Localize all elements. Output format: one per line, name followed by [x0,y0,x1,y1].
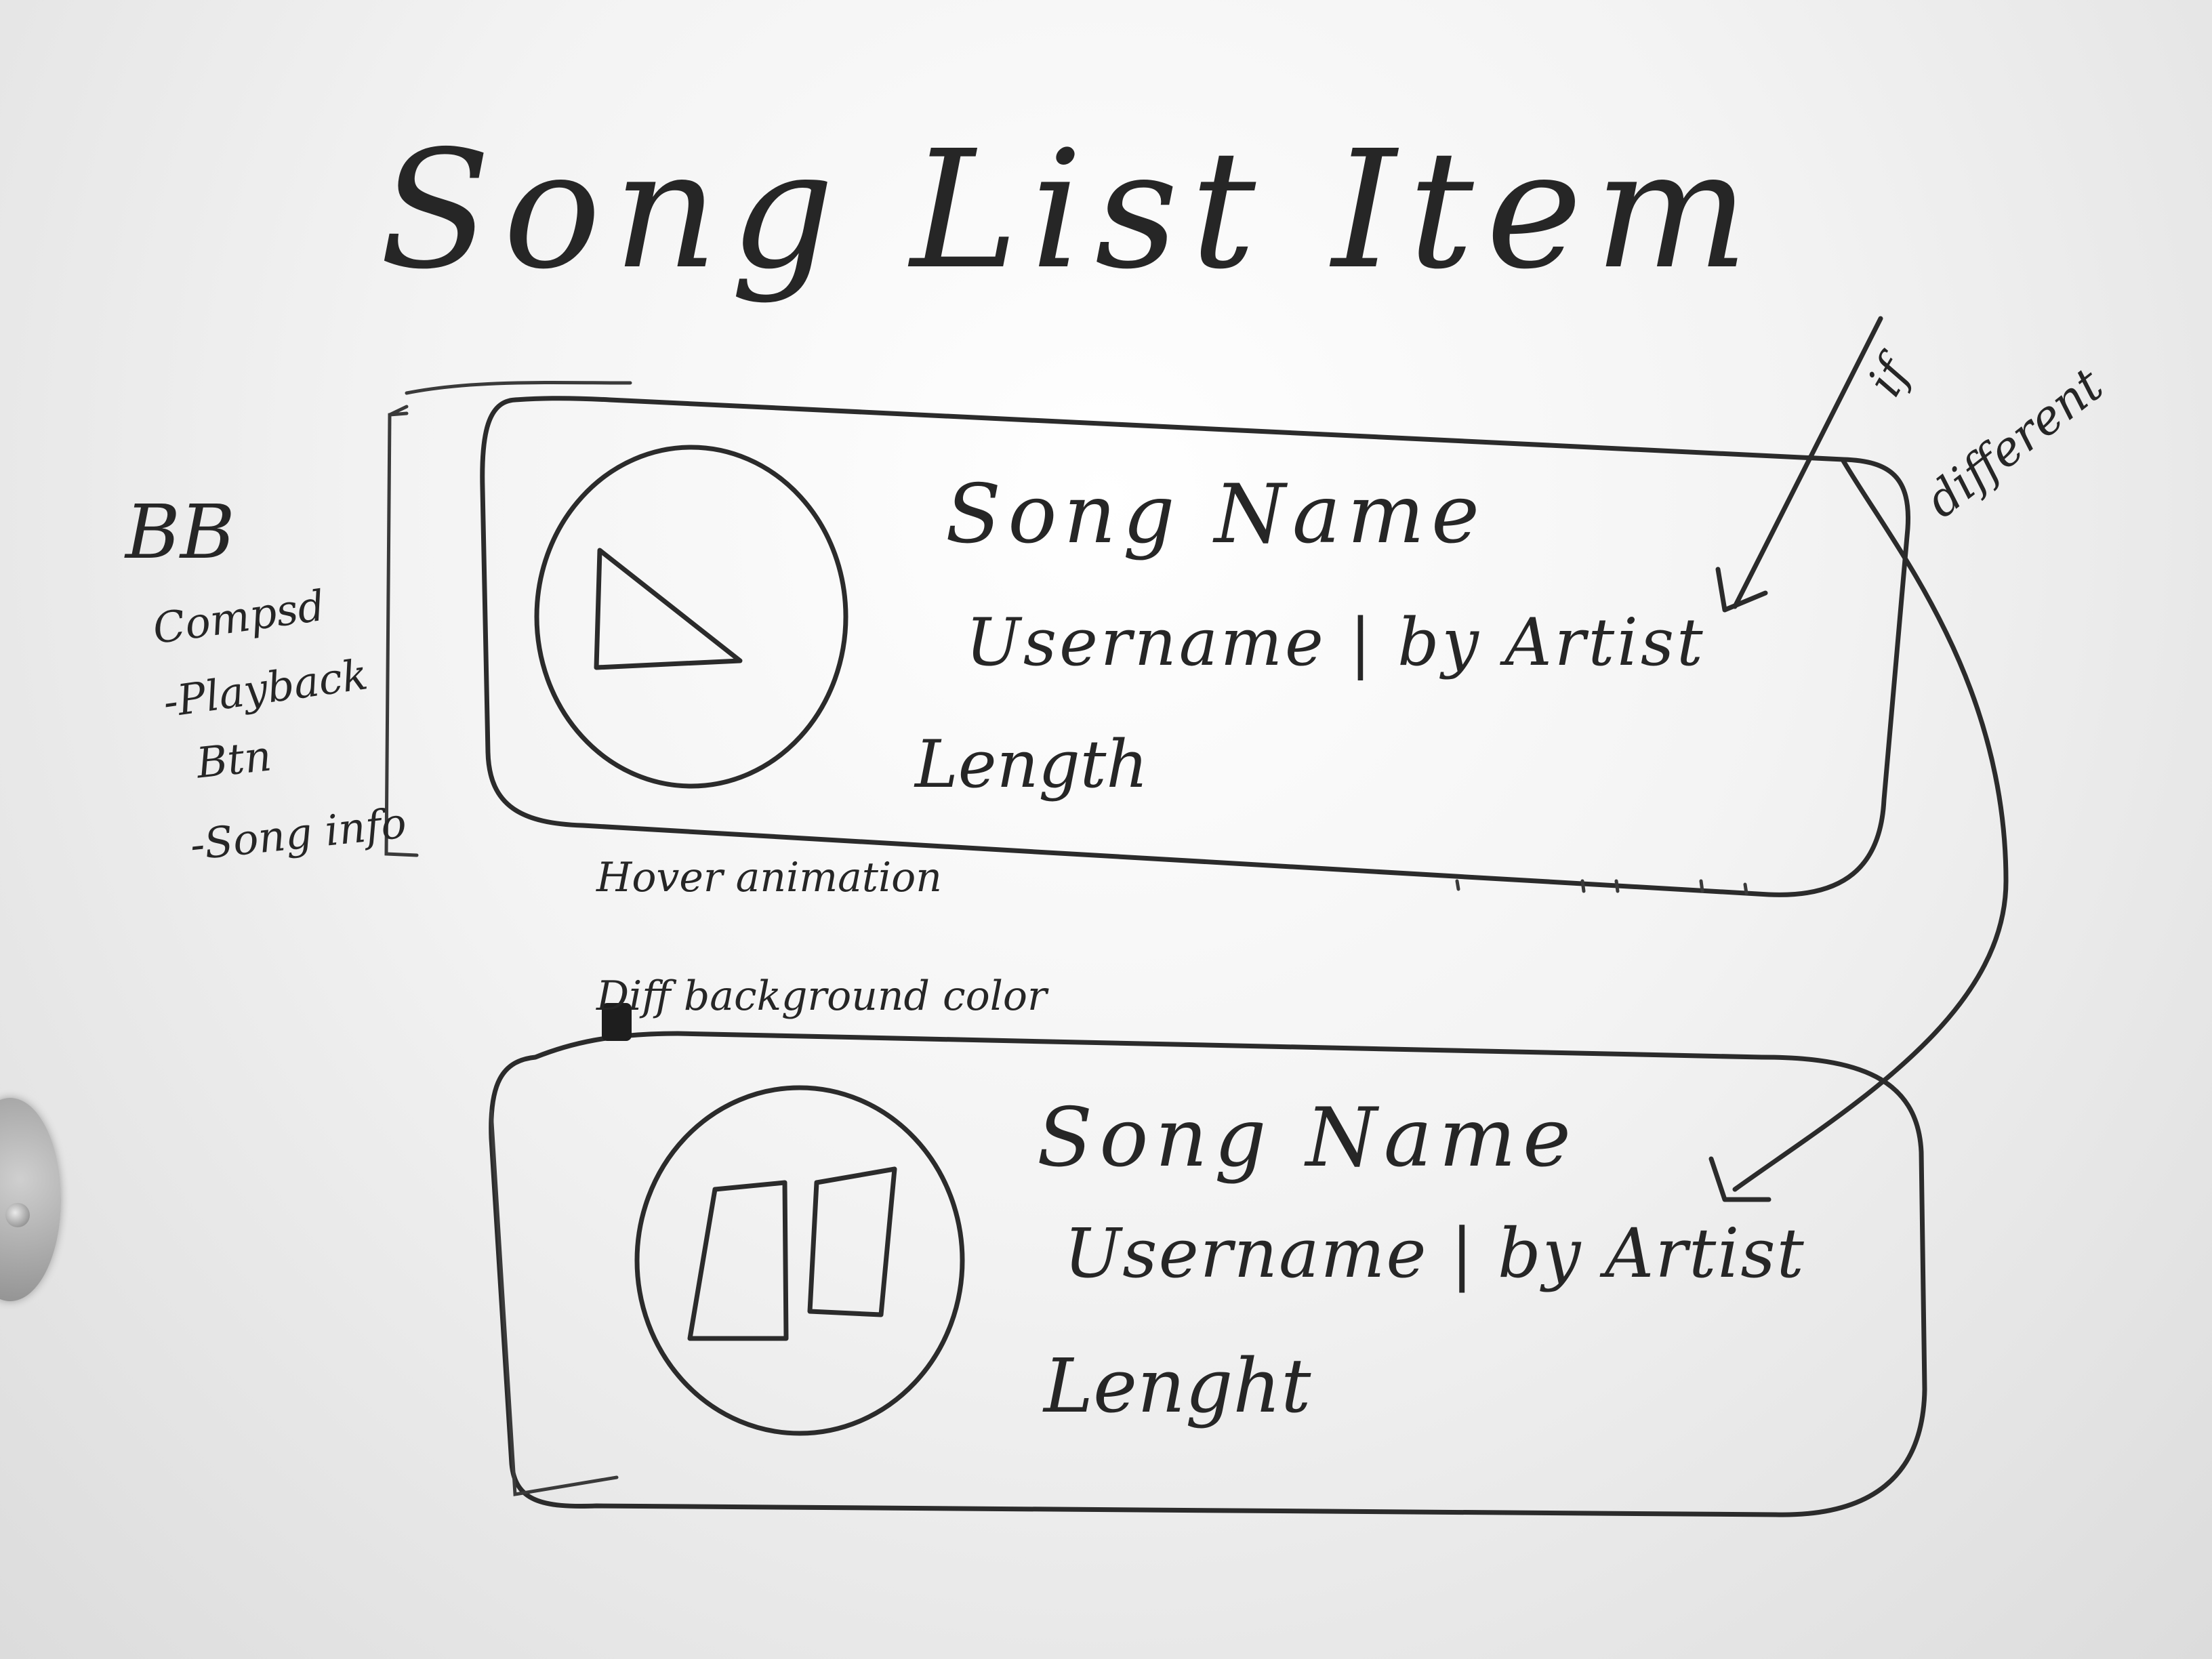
song-item-2-subtitle: Username | by Artist [1064,1214,1805,1293]
annotation-arrow-1 [1732,316,1883,609]
play-button-circle [534,445,848,789]
bullet-marker [602,1003,632,1041]
hover-animation-note: Hover animation [596,854,942,901]
song-item-2-pause-button[interactable] [634,1085,965,1436]
song-item-2-name: Song Name [1037,1091,1578,1185]
sidebar-label: BB [125,489,235,575]
diff-background-note: Diff background color [596,972,1047,1020]
page-title: Song List Item [380,115,1761,305]
song-item-1-name: Song Name [945,468,1487,562]
song-item-2-card-shadow [489,1109,619,1496]
song-item-1-length: Length [915,726,1149,802]
hover-tick [1743,882,1748,895]
bracket-top-tick [388,405,409,417]
hover-tick [1614,879,1620,893]
arrow-head-2 [1708,1156,1771,1202]
arrow-head-1 [1715,567,1768,613]
song-item-1-play-button[interactable] [534,445,848,789]
title-underline [405,380,632,395]
magnet-bolt [5,1203,30,1227]
sidebar-line: Btn [194,731,274,788]
hover-tick [1455,879,1460,891]
hover-tick [1699,879,1704,893]
song-item-1-card [480,396,1911,897]
pause-icon-bar-left [687,1180,789,1341]
pause-button-circle [634,1085,965,1436]
song-item-1-subtitle: Username | by Artist [966,605,1706,680]
play-icon [594,548,743,670]
bracket [384,411,419,857]
hover-tick [1580,879,1586,893]
pause-icon-bar-right [807,1166,897,1317]
annotation-arrow-2 [1732,458,2009,1192]
song-item-2-length: Lenght [1044,1343,1311,1429]
